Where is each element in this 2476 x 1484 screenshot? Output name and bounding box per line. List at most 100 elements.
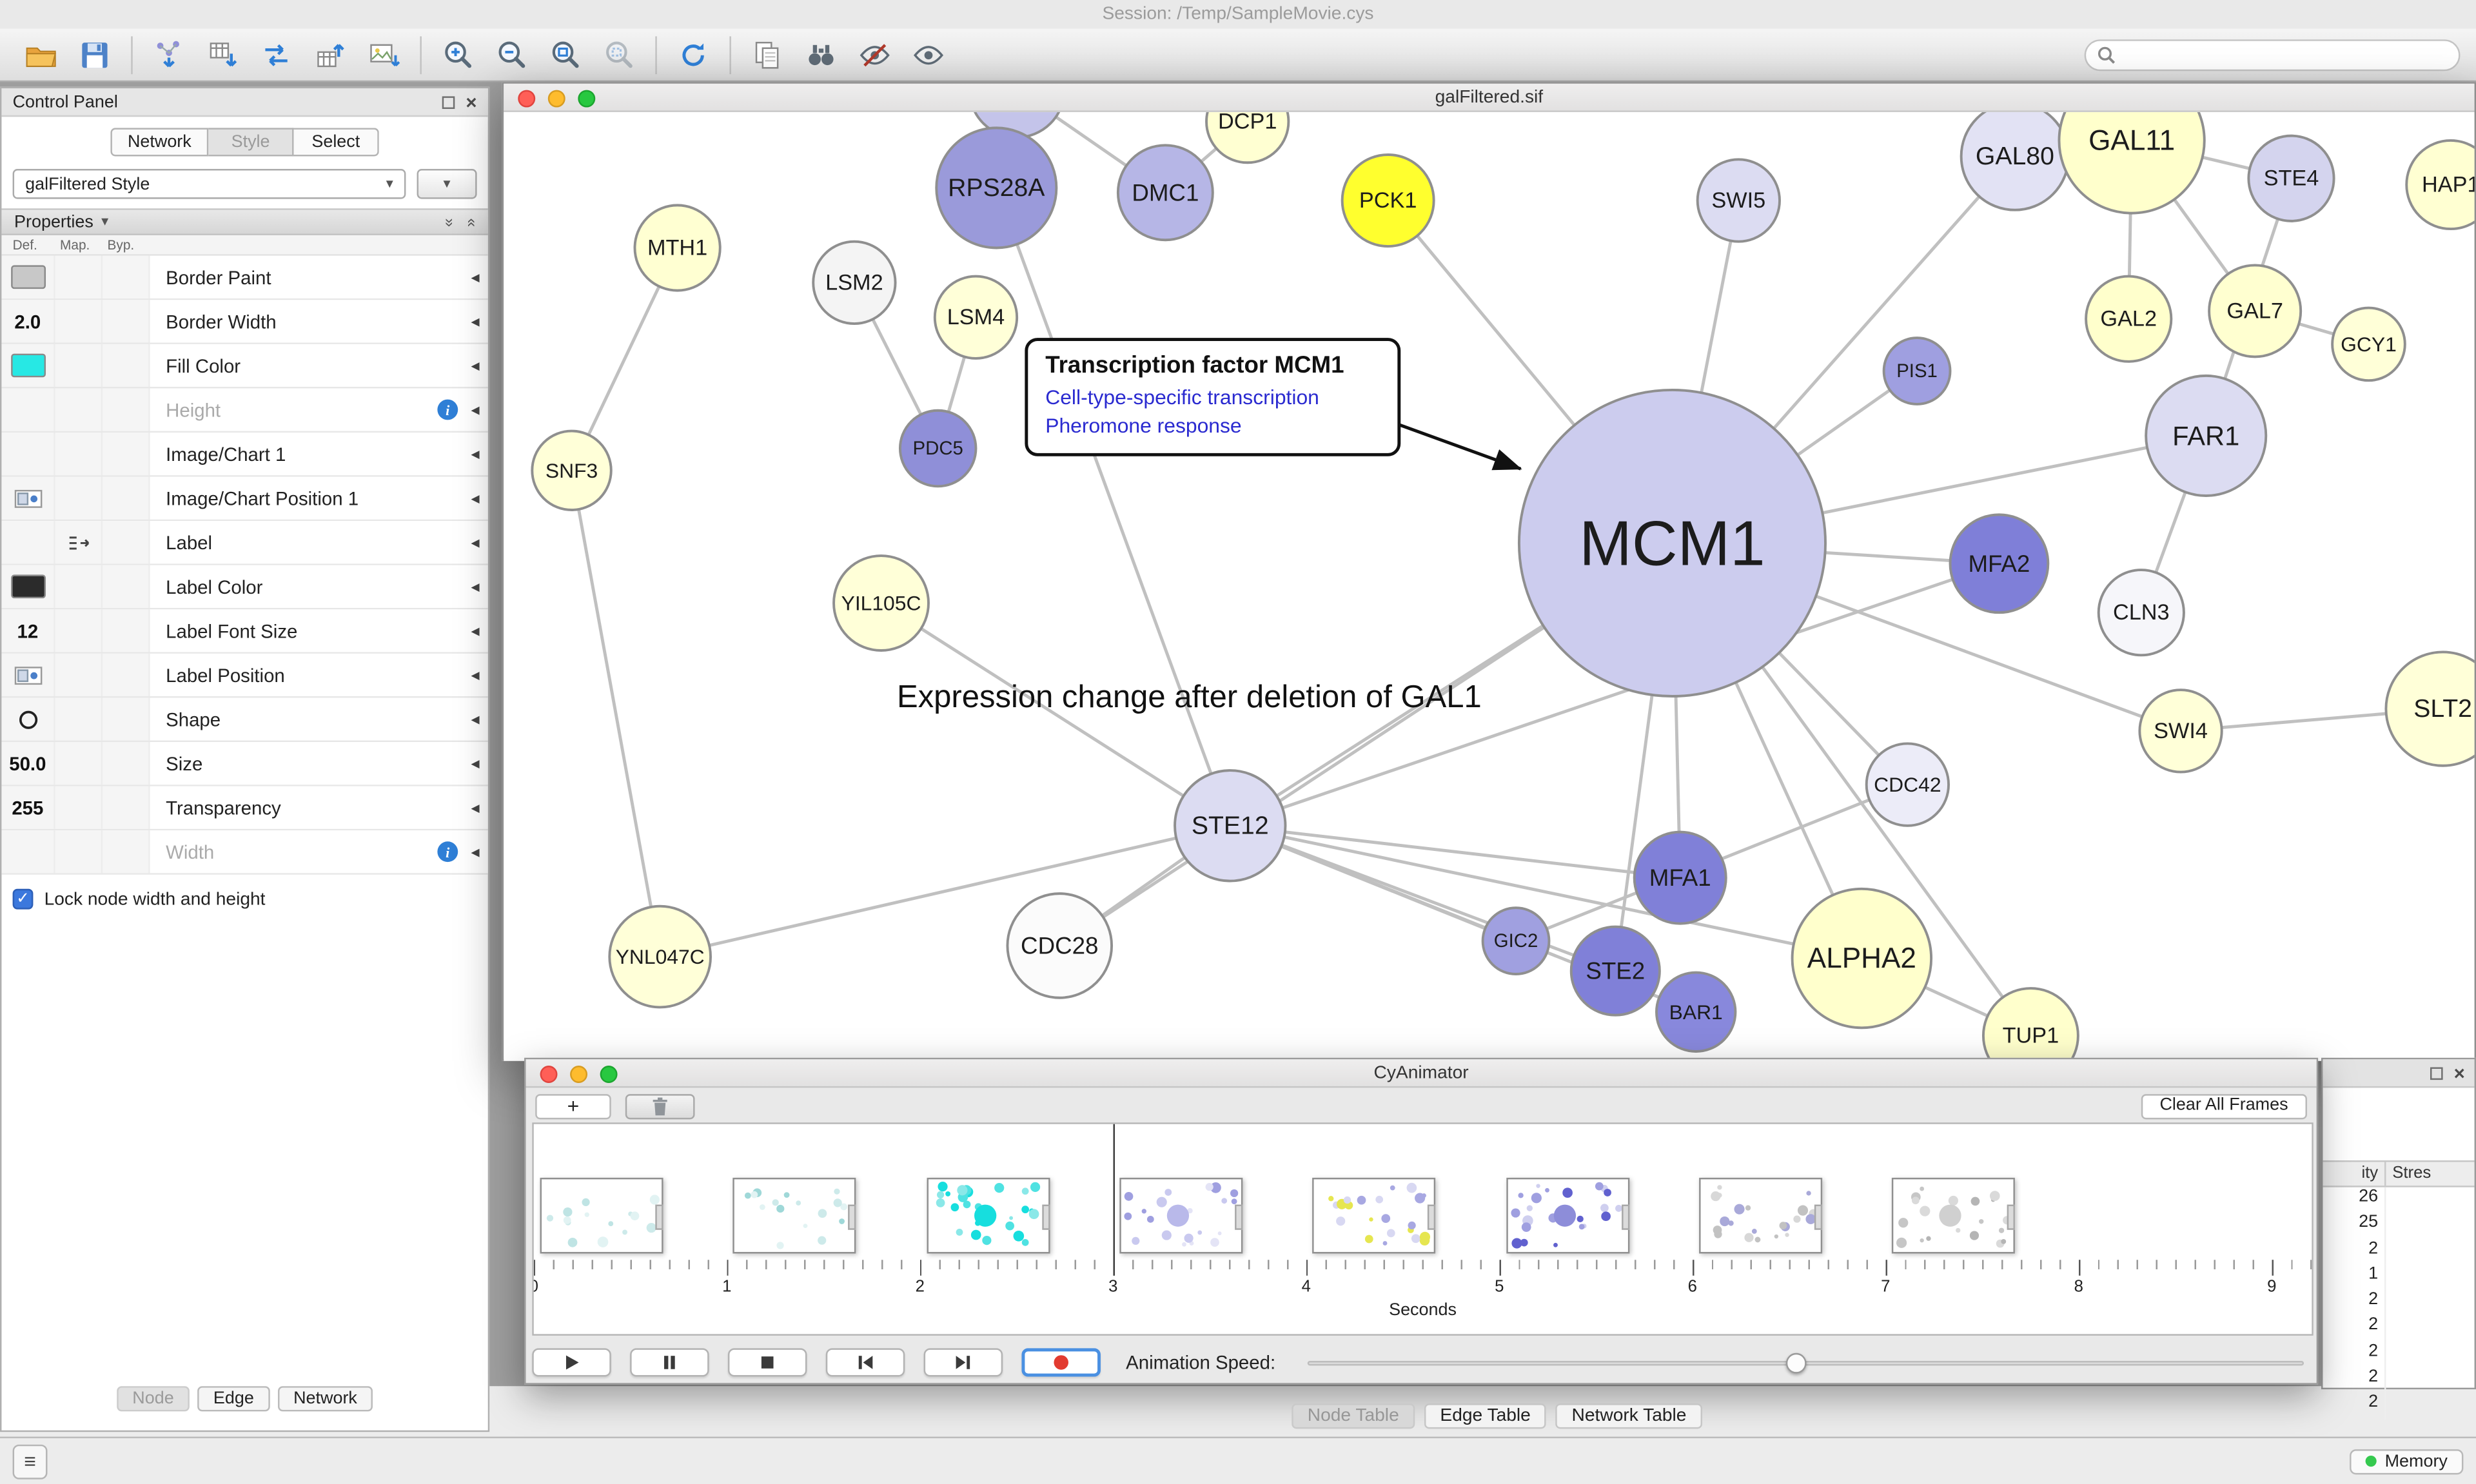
mapping-cell[interactable] [55, 565, 103, 608]
expand-row-icon[interactable]: ◀ [462, 786, 488, 829]
network-node-lsm2[interactable]: LSM2 [812, 240, 897, 326]
mapping-cell[interactable] [55, 786, 103, 829]
add-frame-button[interactable]: + [535, 1094, 611, 1120]
table-row[interactable]: 25 [2323, 1213, 2474, 1239]
bypass-cell[interactable] [103, 698, 150, 741]
network-node-cdc42[interactable]: CDC42 [1865, 742, 1950, 827]
table-row[interactable]: 26 [2323, 1187, 2474, 1213]
default-value-cell[interactable] [1, 698, 55, 741]
expand-row-icon[interactable]: ◀ [462, 476, 488, 520]
task-history-button[interactable]: ≡ [12, 1443, 48, 1479]
mapping-cell[interactable] [55, 742, 103, 785]
network-node-gal2[interactable]: GAL2 [2085, 275, 2173, 363]
bypass-cell[interactable] [103, 255, 150, 298]
expand-row-icon[interactable]: ◀ [462, 565, 488, 608]
zoom-window-icon[interactable] [600, 1066, 618, 1084]
properties-header[interactable]: Properties ▾ » « [1, 208, 488, 235]
network-edge[interactable] [1229, 561, 2000, 828]
mapping-cell[interactable] [55, 433, 103, 476]
bypass-cell[interactable] [103, 565, 150, 608]
frame-drag-handle[interactable] [1428, 1204, 1436, 1230]
network-node-slt2[interactable]: SLT2 [2384, 650, 2475, 767]
table-row[interactable]: 2 [2323, 1290, 2474, 1316]
default-value-cell[interactable] [1, 476, 55, 520]
float-window-icon[interactable] [442, 95, 455, 108]
export-table-button[interactable] [305, 32, 355, 77]
default-value-cell[interactable] [1, 388, 55, 431]
import-network-button[interactable] [144, 32, 194, 77]
default-value-cell[interactable] [1, 255, 55, 298]
close-window-icon[interactable] [518, 90, 536, 108]
expand-row-icon[interactable]: ◀ [462, 521, 488, 564]
mapping-cell[interactable] [55, 255, 103, 298]
network-node-mfa1[interactable]: MFA1 [1633, 830, 1727, 925]
export-network-button[interactable] [251, 32, 301, 77]
property-row-label-color[interactable]: Label Color◀ [1, 565, 488, 610]
default-value-cell[interactable] [1, 344, 55, 387]
network-node-gal80[interactable]: GAL80 [1960, 112, 2070, 211]
tab-node[interactable]: Node [116, 1386, 190, 1412]
column-header-stress[interactable]: Stres [2392, 1163, 2432, 1183]
table-row[interactable]: 2 [2323, 1316, 2474, 1342]
minimize-window-icon[interactable] [547, 90, 565, 108]
slider-thumb[interactable] [1785, 1352, 1807, 1373]
network-node-ste2[interactable]: STE2 [1569, 925, 1661, 1017]
network-node-gic2[interactable]: GIC2 [1481, 906, 1551, 975]
property-row-shape[interactable]: Shape◀ [1, 698, 488, 743]
column-header-centrality[interactable]: ity [2323, 1162, 2386, 1186]
record-button[interactable] [1021, 1348, 1101, 1377]
mapping-cell[interactable] [55, 300, 103, 343]
frame-drag-handle[interactable] [655, 1204, 663, 1230]
bypass-cell[interactable] [103, 388, 150, 431]
close-icon[interactable]: × [466, 90, 477, 113]
frame-drag-handle[interactable] [1620, 1204, 1629, 1230]
frame-thumbnail-6[interactable] [1506, 1177, 1629, 1254]
annotation-link-2[interactable]: Pheromone response [1045, 414, 1242, 438]
bypass-cell[interactable] [103, 742, 150, 785]
lock-size-checkbox[interactable]: ✓ [12, 888, 34, 910]
tab-edge-table[interactable]: Edge Table [1424, 1403, 1547, 1429]
network-node-dcp1[interactable]: DCP1 [1205, 112, 1290, 164]
frame-drag-handle[interactable] [2007, 1204, 2016, 1230]
table-row[interactable]: 1 [2323, 1264, 2474, 1291]
expand-row-icon[interactable]: ◀ [462, 433, 488, 476]
network-node-cdc28[interactable]: CDC28 [1006, 892, 1114, 999]
property-row-label-position[interactable]: Label Position◀ [1, 653, 488, 698]
info-icon[interactable]: i [437, 399, 458, 420]
style-options-button[interactable]: ▾ [417, 169, 477, 199]
mapping-cell[interactable] [55, 344, 103, 387]
network-edge[interactable] [570, 470, 662, 957]
frame-thumbnail-3[interactable] [926, 1177, 1050, 1254]
next-button[interactable] [923, 1348, 1003, 1377]
style-dropdown[interactable]: galFiltered Style ▾ [12, 169, 406, 199]
tab-edge[interactable]: Edge [197, 1386, 270, 1412]
network-node-swi5[interactable]: SWI5 [1696, 158, 1781, 243]
table-row[interactable]: 2 [2323, 1392, 2474, 1419]
expand-row-icon[interactable]: ◀ [462, 344, 488, 387]
network-node-swi4[interactable]: SWI4 [2138, 688, 2223, 774]
network-node-pdc5[interactable]: PDC5 [898, 409, 978, 488]
import-table-button[interactable] [197, 32, 248, 77]
table-row[interactable]: 2 [2323, 1238, 2474, 1265]
tab-network-style[interactable]: Network [277, 1386, 373, 1412]
tab-node-table[interactable]: Node Table [1292, 1403, 1415, 1429]
expand-row-icon[interactable]: ◀ [462, 698, 488, 741]
expand-all-icon[interactable]: » [440, 217, 458, 226]
network-node-far1[interactable]: FAR1 [2145, 374, 2268, 497]
expand-row-icon[interactable]: ◀ [462, 300, 488, 343]
tab-network-table[interactable]: Network Table [1556, 1403, 1702, 1429]
tab-style[interactable]: Style [208, 128, 294, 157]
network-node-lsm4[interactable]: LSM4 [933, 275, 1019, 360]
save-button[interactable] [70, 32, 120, 77]
expand-row-icon[interactable]: ◀ [462, 742, 488, 785]
mapping-cell[interactable] [55, 609, 103, 652]
mapping-cell[interactable] [55, 830, 103, 874]
network-node-rps28a[interactable]: RPS28A [935, 126, 1058, 249]
network-node-ste12[interactable]: STE12 [1174, 769, 1287, 883]
default-value-cell[interactable]: 12 [1, 609, 55, 652]
